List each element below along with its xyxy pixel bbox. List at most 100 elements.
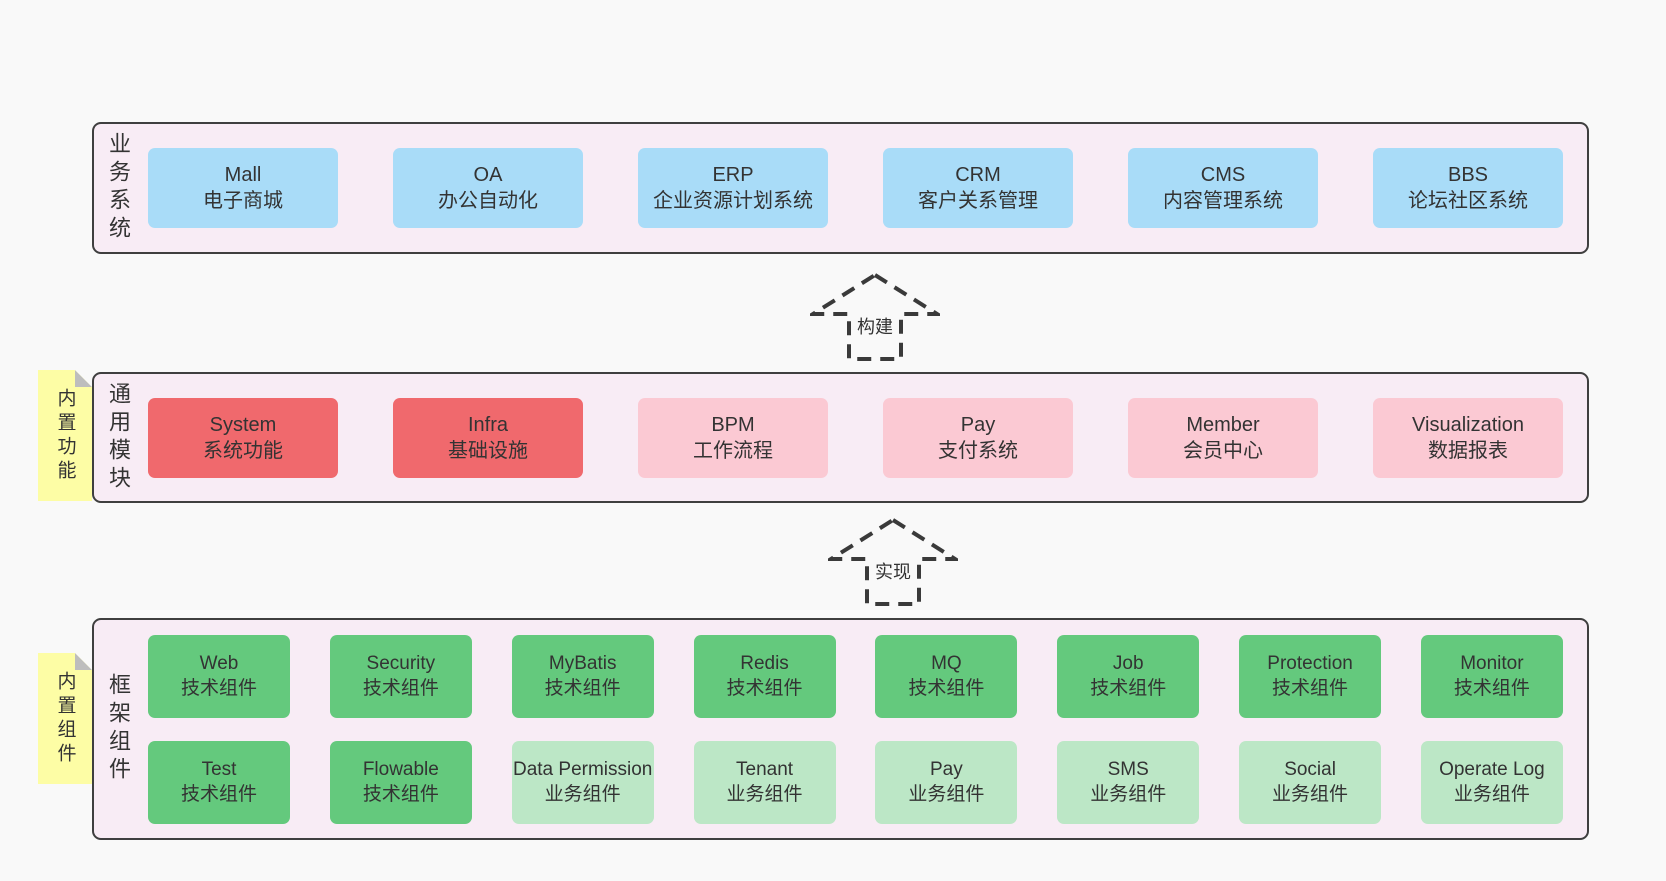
arrow-implement-label: 实现 <box>871 558 915 584</box>
box-title: Social <box>1284 759 1336 780</box>
box-title: BBS <box>1447 164 1489 186</box>
box-oa: OA 办公自动化 <box>393 148 583 228</box>
box-title: Tenant <box>736 759 794 780</box>
arrow-build-label: 构建 <box>853 313 897 339</box>
business-boxes-row: Mall 电子商城 OA 办公自动化 ERP 企业资源计划系统 CRM 客户关系… <box>142 124 1587 252</box>
arrow-build: 构建 <box>810 272 940 362</box>
box-security: Security 技术组件 <box>329 634 472 718</box>
box-subtitle: 业务组件 <box>908 784 985 805</box>
box-subtitle: 企业资源计划系统 <box>653 190 813 212</box>
box-title: System <box>209 413 277 436</box>
panel-modules-label: 通用模块 <box>106 381 131 494</box>
box-job: Job 技术组件 <box>1057 634 1200 718</box>
box-title: Pay <box>930 759 963 780</box>
box-member: Member 会员中心 <box>1128 397 1318 478</box>
box-bpm: BPM 工作流程 <box>638 397 828 478</box>
panel-label-column: 业务系统 <box>94 124 142 252</box>
box-subtitle: 业务组件 <box>1272 784 1349 805</box>
box-title: Security <box>366 653 436 674</box>
box-pay: Pay 支付系统 <box>883 397 1073 478</box>
box-subtitle: 技术组件 <box>362 784 439 805</box>
box-flowable: Flowable 技术组件 <box>329 740 472 824</box>
box-infra: Infra 基础设施 <box>393 397 583 478</box>
panel-business-systems: 业务系统 Mall 电子商城 OA 办公自动化 ERP 企业资源计划系统 CRM… <box>92 122 1589 254</box>
box-erp: ERP 企业资源计划系统 <box>638 148 828 228</box>
sticky-note-builtin-features: 内置功能 <box>38 370 92 501</box>
box-title: Member <box>1186 413 1260 436</box>
box-subtitle: 系统功能 <box>203 439 283 462</box>
box-title: CRM <box>955 164 1001 186</box>
box-subtitle: 会员中心 <box>1183 439 1263 462</box>
box-title: Monitor <box>1460 653 1524 674</box>
panel-business-label: 业务系统 <box>106 132 131 244</box>
box-operate-log: Operate Log 业务组件 <box>1420 740 1563 824</box>
box-subtitle: 技术组件 <box>1090 678 1167 699</box>
box-protection: Protection 技术组件 <box>1239 634 1382 718</box>
box-title: Pay <box>960 413 996 436</box>
box-title: OA <box>473 164 503 186</box>
box-social: Social 业务组件 <box>1239 740 1382 824</box>
box-title: Test <box>201 759 237 780</box>
box-subtitle: 技术组件 <box>180 784 257 805</box>
box-title: SMS <box>1107 759 1149 780</box>
modules-boxes-row: System 系统功能 Infra 基础设施 BPM 工作流程 Pay 支付系统… <box>142 374 1587 501</box>
box-subtitle: 技术组件 <box>1272 678 1349 699</box>
box-title: Operate Log <box>1439 759 1545 780</box>
box-monitor: Monitor 技术组件 <box>1420 634 1563 718</box>
panel-label-column: 框架组件 <box>94 620 142 838</box>
box-subtitle: 业务组件 <box>1453 784 1530 805</box>
panel-framework-components: 框架组件 Web 技术组件 Security 技术组件 MyBatis 技术组件… <box>92 618 1589 840</box>
panel-label-column: 通用模块 <box>94 374 142 501</box>
framework-row-2: Test 技术组件 Flowable 技术组件 Data Permission … <box>148 740 1563 824</box>
panel-common-modules: 通用模块 System 系统功能 Infra 基础设施 BPM 工作流程 Pay… <box>92 372 1589 503</box>
box-data-permission: Data Permission 业务组件 <box>511 740 654 824</box>
box-test: Test 技术组件 <box>148 740 290 824</box>
box-title: BPM <box>711 413 755 436</box>
box-subtitle: 业务组件 <box>544 784 621 805</box>
box-web: Web 技术组件 <box>148 634 290 718</box>
box-subtitle: 技术组件 <box>544 678 621 699</box>
sticky-note-label: 内置组件 <box>54 670 76 767</box>
box-title: Data Permission <box>512 759 653 780</box>
box-title: MQ <box>931 653 962 674</box>
box-title: Infra <box>467 413 509 436</box>
box-subtitle: 技术组件 <box>362 678 439 699</box>
box-title: MyBatis <box>548 653 617 674</box>
box-subtitle: 业务组件 <box>1090 784 1167 805</box>
framework-row-1: Web 技术组件 Security 技术组件 MyBatis 技术组件 Redi… <box>148 634 1563 718</box>
box-subtitle: 技术组件 <box>1453 678 1530 699</box>
box-title: Job <box>1112 653 1144 674</box>
box-subtitle: 基础设施 <box>448 439 528 462</box>
box-system: System 系统功能 <box>148 397 338 478</box>
box-subtitle: 工作流程 <box>693 439 773 462</box>
sticky-note-label: 内置功能 <box>54 387 76 484</box>
box-subtitle: 电子商城 <box>203 190 283 212</box>
box-sms: SMS 业务组件 <box>1057 740 1200 824</box>
box-redis: Redis 技术组件 <box>693 634 836 718</box>
box-subtitle: 技术组件 <box>726 678 803 699</box>
box-title: Flowable <box>362 759 439 780</box>
box-subtitle: 数据报表 <box>1428 439 1508 462</box>
box-cms: CMS 内容管理系统 <box>1128 148 1318 228</box>
arrow-implement: 实现 <box>828 517 958 607</box>
box-mq: MQ 技术组件 <box>875 634 1018 718</box>
box-title: CMS <box>1200 164 1246 186</box>
box-pay-biz: Pay 业务组件 <box>875 740 1018 824</box>
box-crm: CRM 客户关系管理 <box>883 148 1073 228</box>
dashed-up-arrow-icon <box>828 517 958 606</box>
box-title: ERP <box>712 164 754 186</box>
box-visualization: Visualization 数据报表 <box>1373 397 1563 478</box>
box-subtitle: 技术组件 <box>908 678 985 699</box>
box-subtitle: 支付系统 <box>938 439 1018 462</box>
box-mybatis: MyBatis 技术组件 <box>511 634 654 718</box>
box-subtitle: 客户关系管理 <box>918 190 1038 212</box>
dashed-up-arrow-icon <box>810 272 940 361</box>
box-subtitle: 技术组件 <box>180 678 257 699</box>
box-subtitle: 业务组件 <box>726 784 803 805</box>
box-title: Protection <box>1267 653 1353 674</box>
panel-framework-label: 框架组件 <box>106 673 131 785</box>
box-subtitle: 内容管理系统 <box>1163 190 1283 212</box>
framework-boxes-grid: Web 技术组件 Security 技术组件 MyBatis 技术组件 Redi… <box>142 620 1587 838</box>
box-subtitle: 论坛社区系统 <box>1408 190 1528 212</box>
sticky-note-builtin-components: 内置组件 <box>38 653 92 784</box>
